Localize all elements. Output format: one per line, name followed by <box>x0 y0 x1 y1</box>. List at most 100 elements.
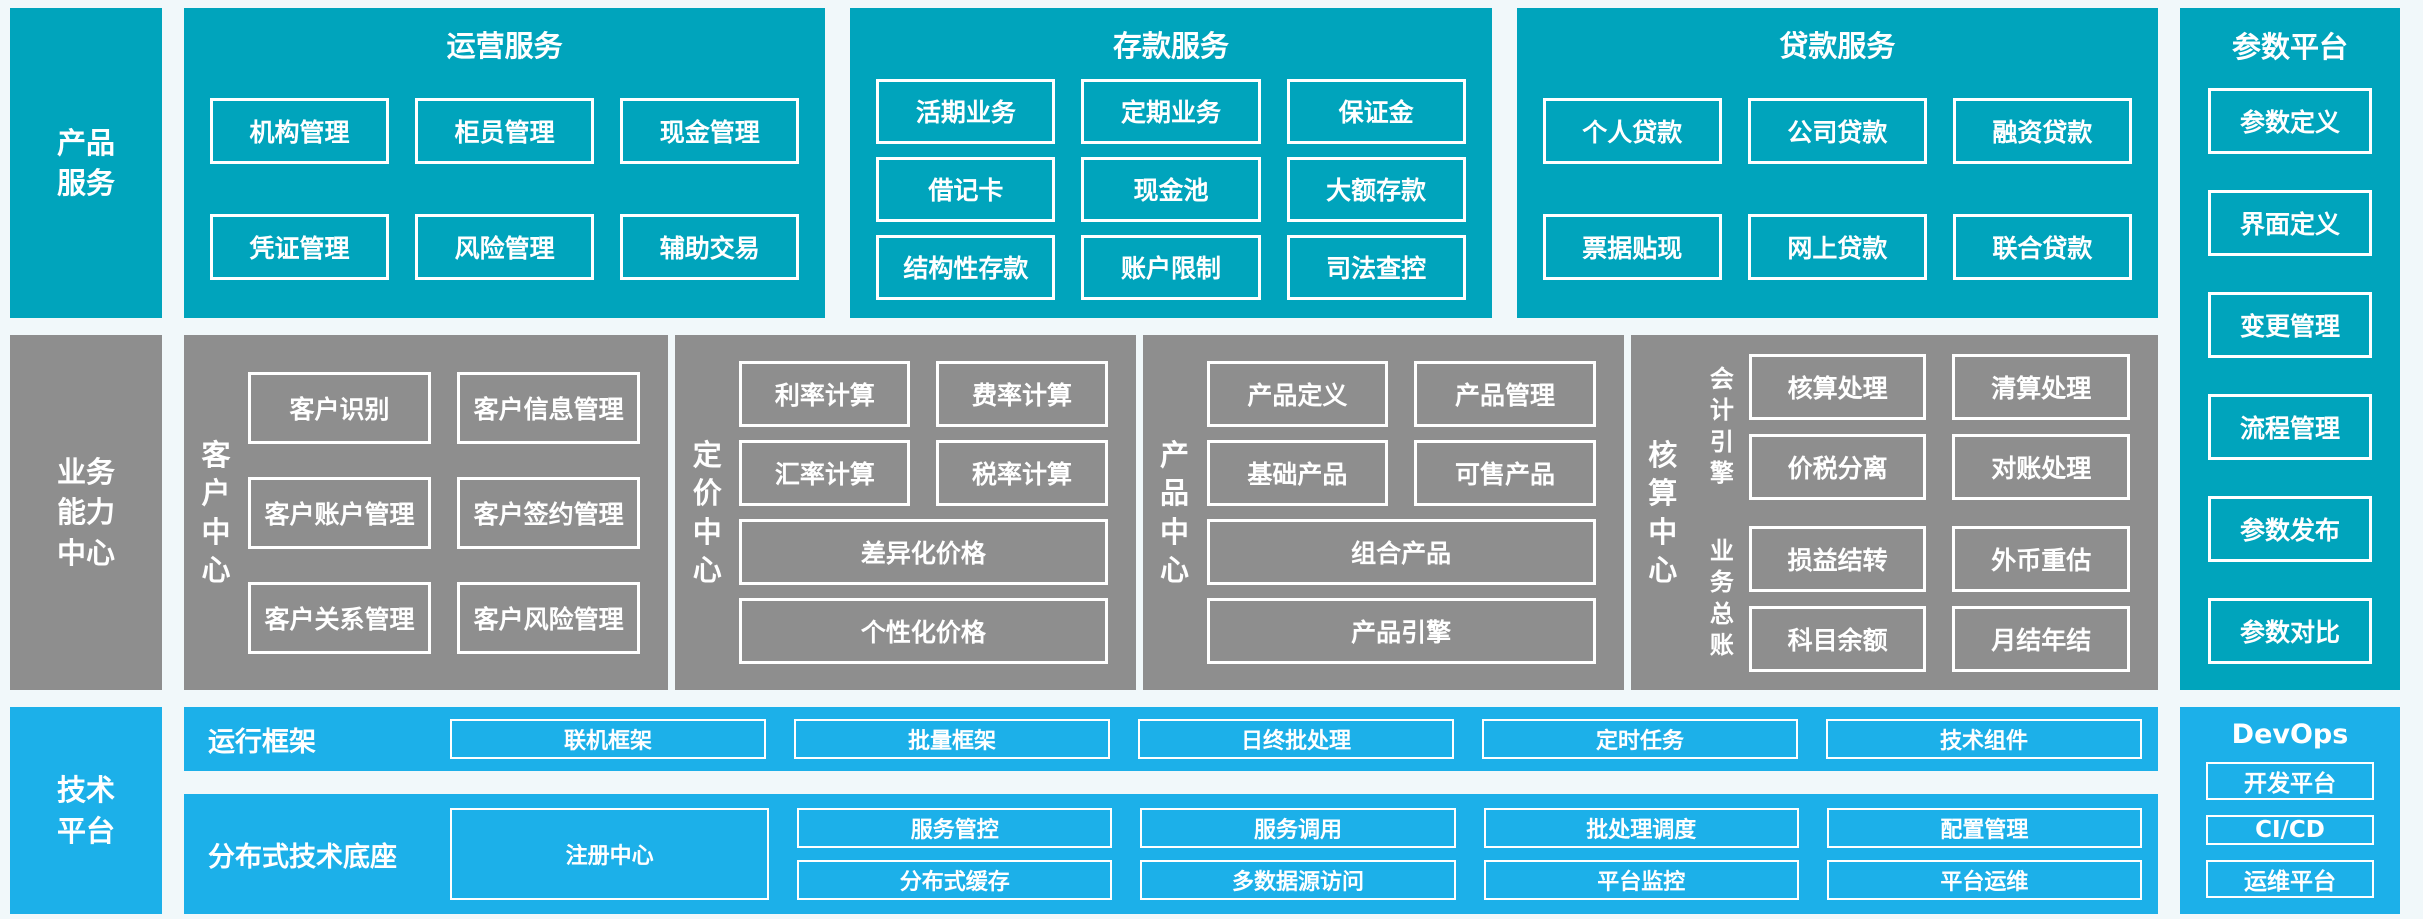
node-judicial-inquiry-control: 司法查控 <box>1286 234 1466 300</box>
node-online-framework: 联机框架 <box>450 719 766 759</box>
operations-services-grid: 机构管理 柜员管理 现金管理 凭证管理 风险管理 辅助交易 <box>184 60 825 318</box>
node-param-release: 参数发布 <box>2208 496 2372 562</box>
node-param-definition: 参数定义 <box>2208 88 2372 154</box>
tech-platform-rows: 运行框架 联机框架 批量框架 日终批处理 定时任务 技术组件 分布式技术底座 注… <box>184 707 2158 914</box>
node-process-management: 流程管理 <box>2208 394 2372 460</box>
node-cash-pool: 现金池 <box>1081 156 1261 222</box>
parameter-platform-list: 参数定义 界面定义 变更管理 流程管理 参数发布 参数对比 <box>2208 88 2372 664</box>
rail-tech-platform: 技术 平台 <box>10 707 162 914</box>
section-accounting-center: 核 算 中 心 会 计 引 擎 核算处理 清算处理 价税分离 对账处理 业 务 … <box>1630 335 2158 690</box>
parameter-platform-title: 参数平台 <box>2231 30 2348 64</box>
node-param-compare: 参数对比 <box>2208 598 2372 664</box>
operations-services-title: 运营服务 <box>446 29 563 63</box>
node-month-year-end-closing: 月结年结 <box>1952 605 2130 672</box>
node-reconciliation-processing: 对账处理 <box>1952 433 2130 500</box>
node-tax-price-separation: 价税分离 <box>1748 433 1927 500</box>
section-runtime-framework: 运行框架 联机框架 批量框架 日终批处理 定时任务 技术组件 <box>184 707 2158 771</box>
node-product-management: 产品管理 <box>1414 361 1596 427</box>
node-platform-monitoring: 平台监控 <box>1483 860 1799 900</box>
customer-center-grid: 客户识别 客户信息管理 客户账户管理 客户签约管理 客户关系管理 客户风险管理 <box>248 335 668 690</box>
distributed-tech-base-label: 分布式技术底座 <box>208 841 397 873</box>
node-bill-discount: 票据贴现 <box>1542 214 1722 280</box>
node-online-loan: 网上贷款 <box>1747 214 1927 280</box>
node-config-management: 配置管理 <box>1826 808 2143 848</box>
node-registry-center: 注册中心 <box>450 808 770 900</box>
node-service-invocation: 服务调用 <box>1140 808 1456 848</box>
node-eod-batch-processing: 日终批处理 <box>1138 719 1454 759</box>
distributed-pair-1: 服务管控 分布式缓存 <box>797 808 1113 900</box>
node-ui-definition: 界面定义 <box>2208 190 2372 256</box>
product-center-label: 产 品 中 心 <box>1160 437 1190 587</box>
pricing-center-label: 定 价 中 心 <box>692 437 722 587</box>
product-center-grid: 产品定义 产品管理 基础产品 可售产品 组合产品 产品引擎 <box>1206 335 1624 690</box>
product-services-row: 运营服务 机构管理 柜员管理 现金管理 凭证管理 风险管理 辅助交易 存款服务 … <box>184 8 2158 318</box>
node-change-management: 变更管理 <box>2208 292 2372 358</box>
devops-title: DevOps <box>2231 719 2349 750</box>
runtime-framework-boxes: 联机框架 批量框架 日终批处理 定时任务 技术组件 <box>450 719 2142 759</box>
distributed-pair-2: 服务调用 多数据源访问 <box>1140 808 1456 900</box>
node-multi-datasource-access: 多数据源访问 <box>1140 860 1456 900</box>
rail-product-services: 产品 服务 <box>10 8 162 318</box>
section-loan-services: 贷款服务 个人贷款 公司贷款 融资贷款 票据贴现 网上贷款 联合贷款 <box>1516 8 2158 318</box>
accounting-engine-group: 会 计 引 擎 核算处理 清算处理 价税分离 对账处理 <box>1695 353 2130 500</box>
node-sellable-product: 可售产品 <box>1414 440 1596 506</box>
pricing-center-grid: 利率计算 费率计算 汇率计算 税率计算 差异化价格 个性化价格 <box>739 335 1135 690</box>
distributed-tech-base-boxes: 注册中心 服务管控 分布式缓存 服务调用 多数据源访问 批处理调度 平台监控 配… <box>450 808 2143 900</box>
runtime-framework-label: 运行框架 <box>208 726 316 758</box>
devops-list: 开发平台 CI/CD 运维平台 <box>2206 762 2374 898</box>
node-margin-deposit: 保证金 <box>1286 78 1466 144</box>
node-large-deposit: 大额存款 <box>1286 156 1466 222</box>
node-risk-management: 风险管理 <box>415 214 595 280</box>
section-customer-center: 客 户 中 心 客户识别 客户信息管理 客户账户管理 客户签约管理 客户关系管理… <box>184 335 669 690</box>
node-composite-product: 组合产品 <box>1206 519 1596 585</box>
accounting-center-label: 核 算 中 心 <box>1648 437 1678 587</box>
node-batch-framework: 批量框架 <box>794 719 1110 759</box>
loan-services-title: 贷款服务 <box>1779 29 1896 63</box>
rail-business-capability-center: 业务 能力 中心 <box>10 335 162 690</box>
node-fx-revaluation: 外币重估 <box>1952 525 2130 592</box>
section-deposit-services: 存款服务 活期业务 定期业务 保证金 借记卡 现金池 大额存款 结构性存款 账户… <box>850 8 1492 318</box>
business-ledger-group: 业 务 总 账 损益结转 外币重估 科目余额 月结年结 <box>1695 525 2130 672</box>
section-distributed-tech-base: 分布式技术底座 注册中心 服务管控 分布式缓存 服务调用 多数据源访问 批处理调… <box>184 794 2158 914</box>
node-distributed-cache: 分布式缓存 <box>797 860 1113 900</box>
node-tax-rate-calc: 税率计算 <box>936 440 1108 506</box>
node-teller-management: 柜员管理 <box>415 98 595 164</box>
node-customer-account-management: 客户账户管理 <box>248 476 432 549</box>
node-subject-balance: 科目余额 <box>1748 605 1927 672</box>
node-customer-identification: 客户识别 <box>248 371 432 444</box>
node-base-product: 基础产品 <box>1206 440 1389 506</box>
accounting-center-body: 会 计 引 擎 核算处理 清算处理 价税分离 对账处理 业 务 总 账 损益结转… <box>1695 335 2158 690</box>
business-capability-row: 客 户 中 心 客户识别 客户信息管理 客户账户管理 客户签约管理 客户关系管理… <box>184 335 2158 690</box>
node-customer-info-management: 客户信息管理 <box>457 371 641 444</box>
node-account-restriction: 账户限制 <box>1081 234 1261 300</box>
node-scheduled-task: 定时任务 <box>1482 719 1798 759</box>
node-cash-management: 现金管理 <box>620 98 800 164</box>
node-structured-deposit: 结构性存款 <box>876 234 1056 300</box>
distributed-pair-3: 批处理调度 平台监控 <box>1483 808 1799 900</box>
section-devops: DevOps 开发平台 CI/CD 运维平台 <box>2180 707 2400 914</box>
node-demand-deposit: 活期业务 <box>876 78 1056 144</box>
node-ci-cd: CI/CD <box>2206 815 2374 845</box>
node-exchange-rate-calc: 汇率计算 <box>739 440 911 506</box>
business-ledger-label: 业 务 总 账 <box>1709 537 1734 659</box>
accounting-engine-label: 会 计 引 擎 <box>1709 365 1734 487</box>
node-tech-component: 技术组件 <box>1826 719 2142 759</box>
node-customer-contract-management: 客户签约管理 <box>457 476 641 549</box>
node-ops-platform: 运维平台 <box>2206 860 2374 898</box>
node-differentiated-pricing: 差异化价格 <box>739 519 1108 585</box>
node-accounting-processing: 核算处理 <box>1748 353 1927 420</box>
node-customer-relationship-management: 客户关系管理 <box>248 581 432 654</box>
section-parameter-platform: 参数平台 参数定义 界面定义 变更管理 流程管理 参数发布 参数对比 <box>2180 8 2400 690</box>
accounting-engine-grid: 核算处理 清算处理 价税分离 对账处理 <box>1748 353 2130 500</box>
node-customer-risk-management: 客户风险管理 <box>457 581 641 654</box>
section-product-center: 产 品 中 心 产品定义 产品管理 基础产品 可售产品 组合产品 产品引擎 <box>1142 335 1624 690</box>
node-personal-loan: 个人贷款 <box>1542 98 1722 164</box>
node-interest-rate-calc: 利率计算 <box>739 361 911 427</box>
node-product-engine: 产品引擎 <box>1206 598 1596 664</box>
customer-center-label: 客 户 中 心 <box>201 437 231 587</box>
node-org-management: 机构管理 <box>210 98 390 164</box>
deposit-services-grid: 活期业务 定期业务 保证金 借记卡 现金池 大额存款 结构性存款 账户限制 司法… <box>850 60 1491 318</box>
node-joint-loan: 联合贷款 <box>1952 214 2132 280</box>
node-personalized-pricing: 个性化价格 <box>739 598 1108 664</box>
node-financing-loan: 融资贷款 <box>1952 98 2132 164</box>
